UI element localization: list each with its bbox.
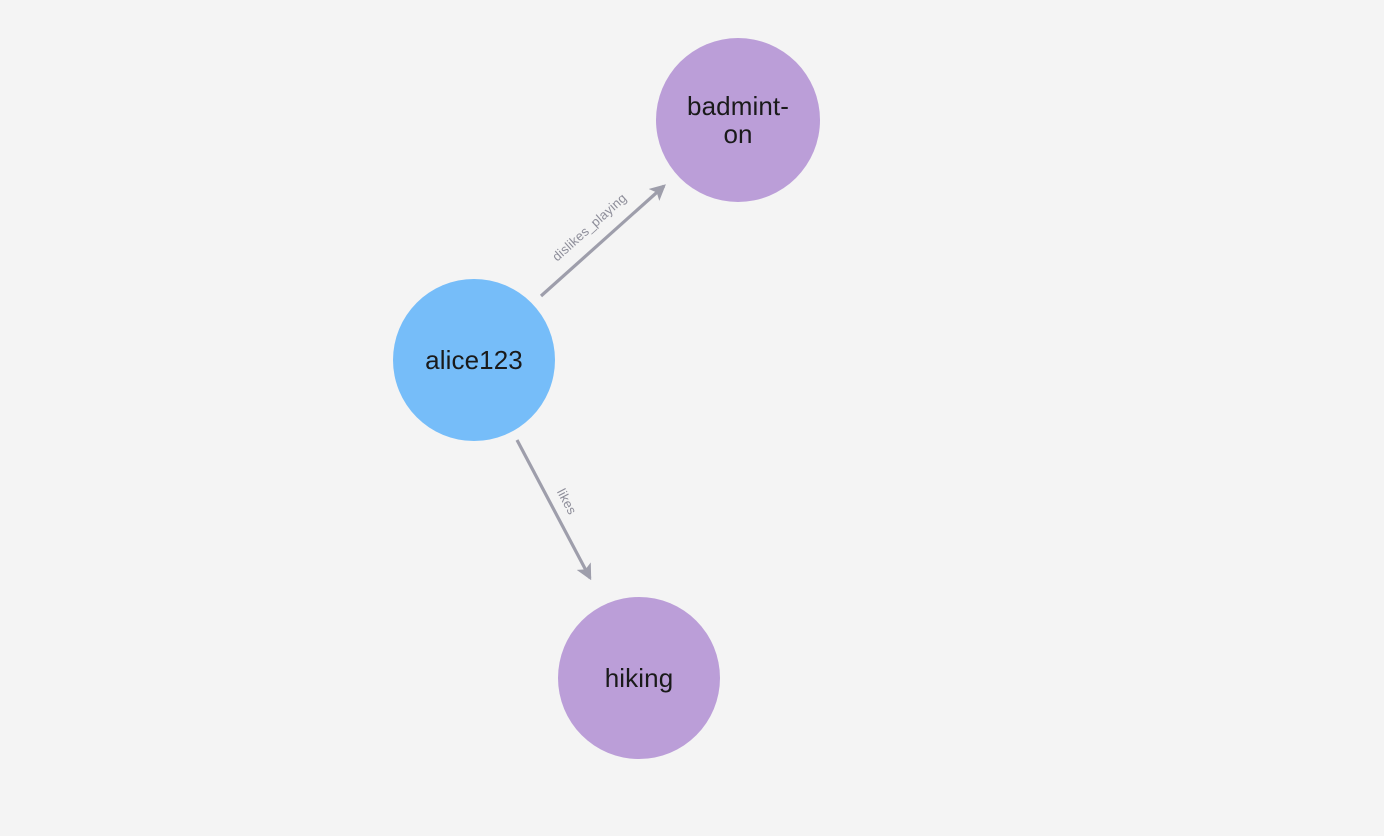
graph-node-hiking[interactable]: hiking xyxy=(558,597,720,759)
edge-label-likes: likes xyxy=(554,486,580,517)
edge-line xyxy=(539,184,666,298)
graph-node-alice123[interactable]: alice123 xyxy=(393,279,555,441)
graph-node-badminton[interactable]: badmint- on xyxy=(656,38,820,202)
edge-line xyxy=(515,439,592,581)
node-label-alice123: alice123 xyxy=(425,345,523,375)
node-label-badminton: badmint- on xyxy=(687,91,789,149)
edge-dislikes-playing[interactable] xyxy=(539,184,666,298)
edge-likes[interactable] xyxy=(515,439,592,581)
edge-label-text: likes xyxy=(554,486,580,517)
node-label-hiking: hiking xyxy=(604,663,674,693)
